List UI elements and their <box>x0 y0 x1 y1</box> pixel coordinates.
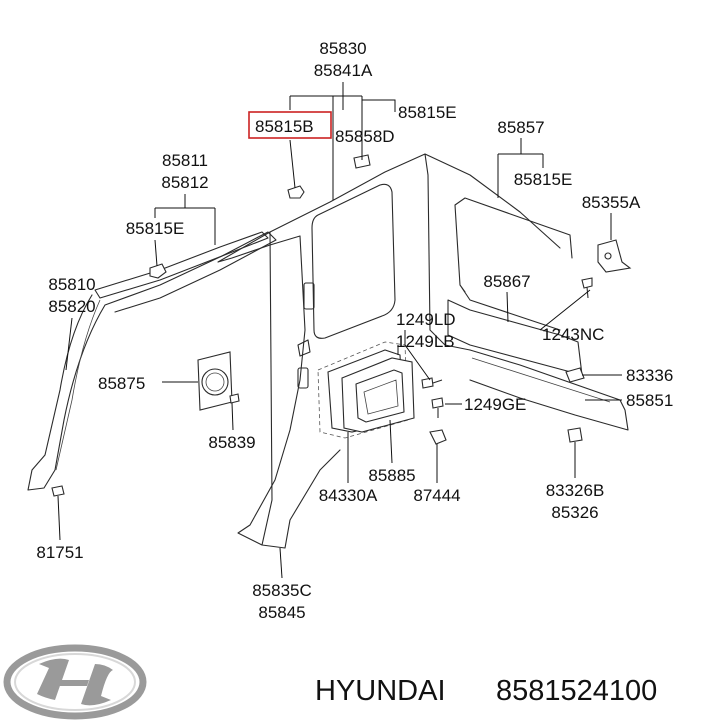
label-85820: 85820 <box>48 297 95 316</box>
screw-1249GE <box>431 397 444 418</box>
front-pillar-trim <box>27 231 277 491</box>
label-85810: 85810 <box>48 275 95 294</box>
label-87444: 87444 <box>413 486 460 505</box>
label-85845: 85845 <box>258 603 305 622</box>
opening-outline-dashed <box>317 341 409 439</box>
part-drawings <box>27 153 632 549</box>
panel-outer-edge <box>261 231 273 546</box>
label-1249GE: 1249GE <box>464 395 526 414</box>
pillar-slot-upper <box>303 282 315 310</box>
label-85858D: 85858D <box>335 127 395 146</box>
speaker-grille <box>197 351 233 411</box>
quarter-trim-panel <box>217 153 561 549</box>
opening-frame-rib <box>363 379 399 415</box>
brand-name: HYUNDAI <box>315 675 446 707</box>
label-85885: 85885 <box>368 466 415 485</box>
footer-part-number: 8581524100 <box>496 675 657 707</box>
roof-side-strip <box>94 231 269 299</box>
pillar-slot-lower <box>297 367 309 389</box>
label-85811: 85811 <box>162 151 208 170</box>
rear-side-panel <box>454 197 573 331</box>
label-81751: 81751 <box>36 543 83 562</box>
label-83326B: 83326B <box>546 481 605 500</box>
logo-outer-ring <box>3 644 147 720</box>
plug-83326B <box>567 427 583 443</box>
label-85815E-left: 85815E <box>126 219 185 238</box>
label-85355A: 85355A <box>582 193 641 212</box>
label-85835C: 85835C <box>252 581 312 600</box>
label-84330A: 84330A <box>319 486 378 505</box>
opening-frame-inner <box>355 369 405 423</box>
label-85857: 85857 <box>497 118 544 137</box>
part-labels: 85830 85841A 85815B 85815E 85858D 85857 … <box>36 39 673 622</box>
label-85815E-right: 85815E <box>514 170 573 189</box>
label-1249LD: 1249LD <box>396 310 456 329</box>
label-85815E-top: 85815E <box>398 103 457 122</box>
label-85841A: 85841A <box>314 61 373 80</box>
leader-lines <box>57 82 622 579</box>
label-85875: 85875 <box>98 374 145 393</box>
window-opening <box>311 183 396 339</box>
logo-h-mark <box>37 658 113 706</box>
clip-85815B <box>287 185 305 199</box>
hook-85355A-hole <box>604 252 612 260</box>
label-85815B: 85815B <box>255 117 314 136</box>
logo-inner-highlight <box>14 653 136 711</box>
label-85839: 85839 <box>208 433 255 452</box>
hook-85355A <box>597 239 632 273</box>
clip-85815E-left <box>149 263 167 279</box>
label-1243NC: 1243NC <box>542 325 604 344</box>
front-pillar-inner <box>55 299 101 471</box>
hyundai-logo-icon <box>3 644 147 720</box>
opening-frame <box>341 357 415 433</box>
clip-81751 <box>51 485 65 497</box>
label-1249LB: 1249LB <box>396 332 455 351</box>
clip-87444 <box>429 429 447 445</box>
lower-garnish-inner <box>471 357 611 403</box>
highlight-box <box>248 111 332 139</box>
clip-85858D <box>353 154 371 169</box>
speaker-grille-ring <box>201 368 229 396</box>
pillar-clip <box>297 339 311 357</box>
label-85851: 85851 <box>626 391 673 410</box>
plug-83336 <box>565 367 585 383</box>
screw-85839 <box>229 393 240 404</box>
label-83336: 83336 <box>626 366 673 385</box>
label-85867: 85867 <box>483 272 530 291</box>
lower-garnish-edge <box>469 349 629 431</box>
speaker-grille-ring-inner <box>205 372 225 392</box>
label-85326: 85326 <box>551 503 598 522</box>
screw-1249LD <box>421 377 443 389</box>
lower-garnish-strip <box>447 299 583 376</box>
label-85812: 85812 <box>161 173 208 192</box>
label-85830: 85830 <box>319 39 366 58</box>
